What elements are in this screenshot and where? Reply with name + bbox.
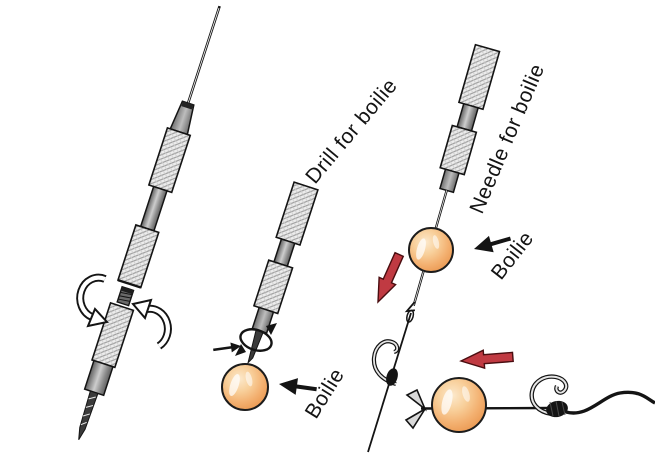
knurled-grip-bottom: [252, 259, 294, 315]
knurled-grip-top: [457, 43, 501, 111]
hook-whipping-knot: [386, 368, 398, 386]
boilie-label-drill: Boilie: [301, 364, 349, 422]
unscrew-arrow-right-icon: [131, 298, 172, 350]
boilie-highlight: [432, 235, 440, 249]
boilie-tool-disassembled: [78, 5, 221, 441]
unscrew-arrow-left-icon: [76, 273, 109, 328]
boilie-drill-tool: [247, 181, 319, 365]
barrel: [139, 185, 168, 232]
boilie-highlight: [416, 238, 426, 260]
boilie-highlight: [245, 371, 253, 387]
upper-piece-end: [117, 278, 142, 289]
hook-whipping-knot: [546, 400, 568, 418]
thread-joint: [116, 285, 135, 307]
rig-hook: [529, 374, 569, 417]
boilie-highlight: [441, 389, 453, 415]
boilie-ball-drill: [221, 363, 269, 411]
collet-tip: [181, 101, 194, 110]
red-arrow-left-icon: [459, 347, 515, 371]
knot-coils: [549, 400, 566, 417]
boilie-highlight: [229, 373, 240, 397]
rotation-arrow-icon: [235, 323, 277, 356]
ferrule: [83, 359, 114, 397]
red-arrow-down-icon: [369, 250, 409, 307]
main-line: [565, 390, 655, 415]
knurled-grip-bottom: [439, 124, 478, 176]
hair-rig: [404, 374, 655, 433]
knurled-grip-top: [147, 126, 192, 194]
boilie-stop: [404, 388, 427, 430]
needle-highlight: [187, 7, 220, 106]
hook-on-hair: [371, 339, 400, 387]
boilie-ball-needle: [408, 227, 454, 273]
boilie-label-needle: Boilie: [487, 227, 539, 284]
ferrule: [439, 168, 460, 194]
knurled-grip-middle: [116, 223, 160, 289]
knurled-grip-top: [275, 181, 319, 247]
boilie-highlight: [462, 386, 470, 402]
drill-bit: [78, 390, 99, 441]
boilie-ball-rig: [431, 377, 487, 433]
drill-tool-label: Drill for boilie: [301, 74, 402, 188]
barrel: [456, 102, 480, 132]
